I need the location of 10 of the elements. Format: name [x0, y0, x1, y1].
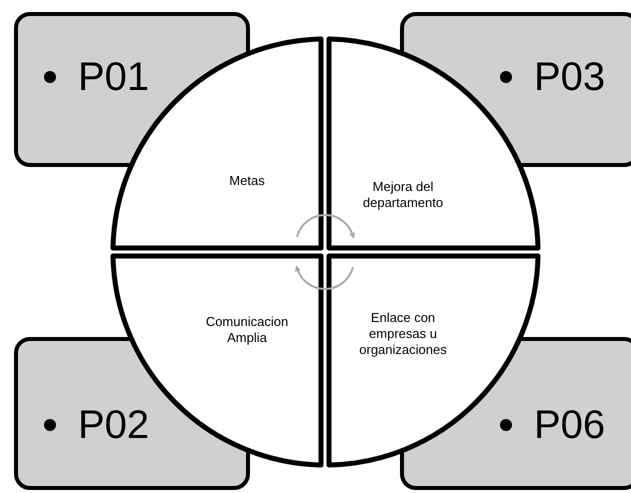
card-label: P06: [534, 402, 606, 449]
card-label: P03: [534, 54, 606, 101]
segment-label: Mejora del departamento: [362, 179, 444, 211]
cycle-arrow: [296, 214, 355, 239]
segment-label: Metas: [228, 173, 266, 189]
segment-label: Enlace con empresas u organizaciones: [358, 310, 448, 358]
cycle-arrow: [295, 265, 354, 290]
card-label: P01: [78, 54, 150, 101]
segment-label: Comunicacion Amplia: [204, 314, 290, 346]
card-label: P02: [78, 402, 150, 449]
